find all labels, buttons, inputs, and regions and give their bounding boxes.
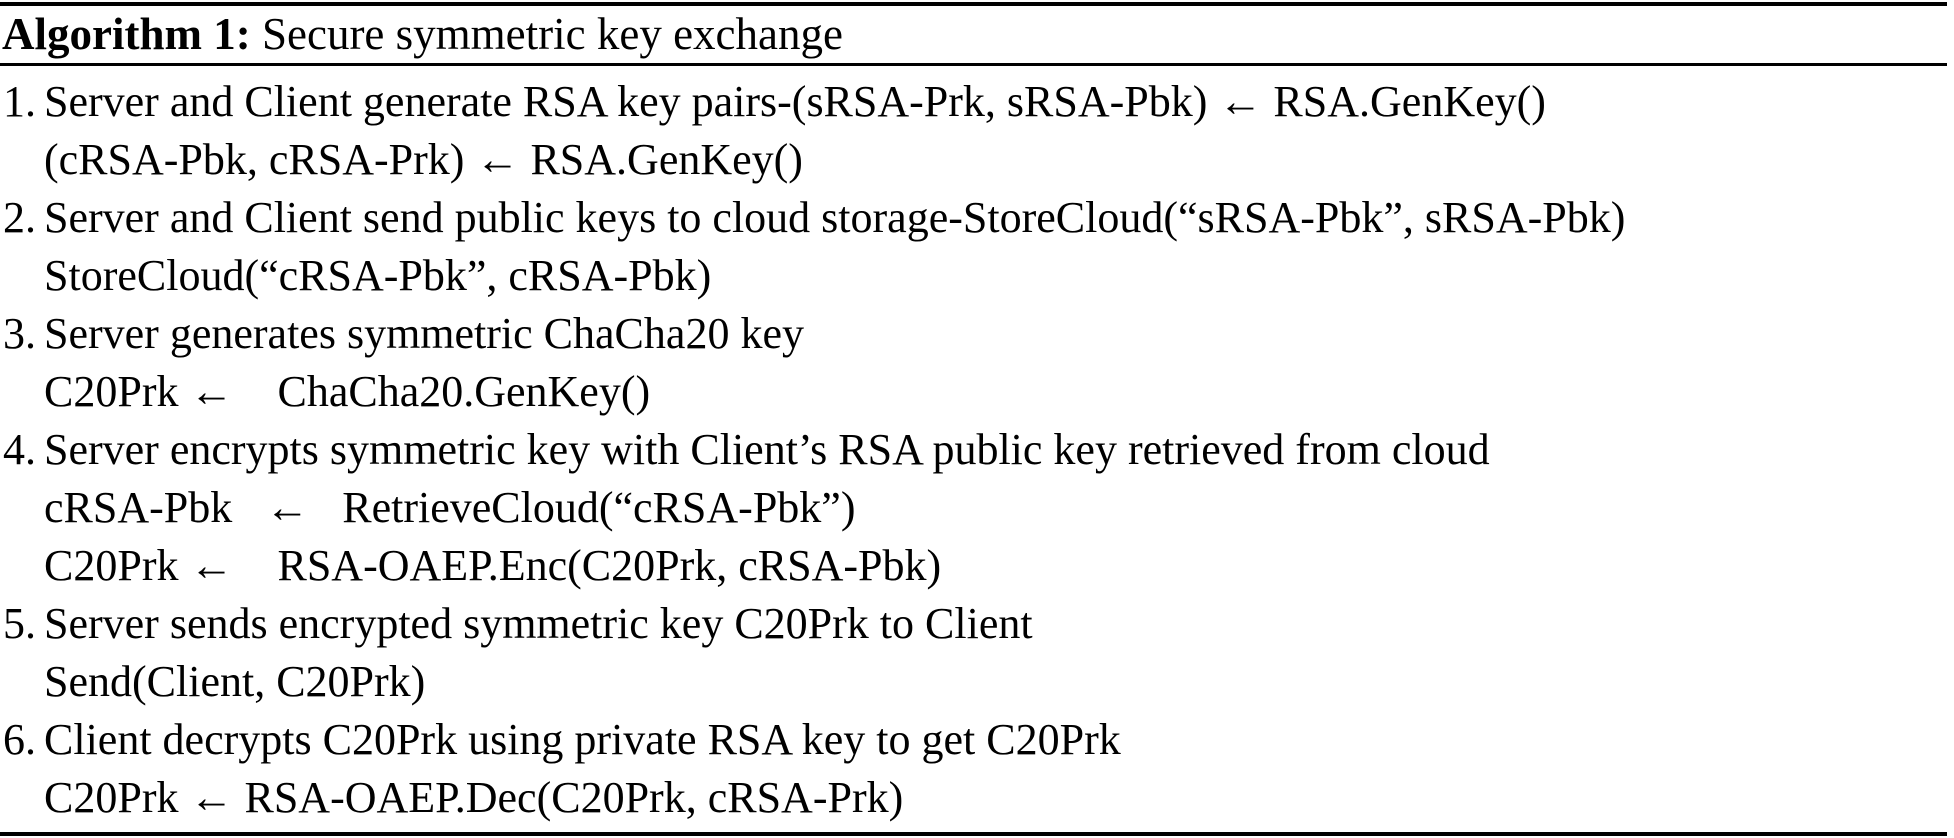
step-line: Server and Client generate RSA key pairs…: [44, 77, 1546, 126]
algorithm-number-label: Algorithm 1:: [2, 9, 251, 59]
step-number: 3.: [3, 309, 36, 358]
step-line: (cRSA-Pbk, cRSA-Prk) ← RSA.GenKey(): [44, 135, 803, 184]
step-line: C20Prk ← RSA-OAEP.Enc(C20Prk, cRSA-Pbk): [44, 541, 942, 590]
algorithm-step: 3.Server generates symmetric ChaCha20 ke…: [0, 305, 1954, 421]
algorithm-step: 5.Server sends encrypted symmetric key C…: [0, 595, 1954, 711]
step-line: StoreCloud(“cRSA-Pbk”, cRSA-Pbk): [44, 251, 712, 300]
algorithm-step: 1.Server and Client generate RSA key pai…: [0, 73, 1954, 189]
algorithm-step: 2.Server and Client send public keys to …: [0, 189, 1954, 305]
step-line: C20Prk ← ChaCha20.GenKey(): [44, 367, 651, 416]
algorithm-steps: 1.Server and Client generate RSA key pai…: [0, 66, 1954, 827]
step-number: 4.: [3, 425, 36, 474]
step-line: cRSA-Pbk ← RetrieveCloud(“cRSA-Pbk”): [44, 483, 856, 532]
step-number: 1.: [3, 77, 36, 126]
algorithm-step: 6.Client decrypts C20Prk using private R…: [0, 711, 1954, 827]
step-line: Server generates symmetric ChaCha20 key: [44, 309, 804, 358]
step-line: Server encrypts symmetric key with Clien…: [44, 425, 1490, 474]
step-lines: Server and Client generate RSA key pairs…: [44, 73, 1954, 189]
step-number: 5.: [3, 599, 36, 648]
step-line: Send(Client, C20Prk): [44, 657, 426, 706]
algorithm-step: 4.Server encrypts symmetric key with Cli…: [0, 421, 1954, 595]
step-number: 2.: [3, 193, 36, 242]
top-rule: [0, 2, 1947, 6]
title-divider-rule: [0, 63, 1947, 66]
step-lines: Server and Client send public keys to cl…: [44, 189, 1954, 305]
step-line: Server and Client send public keys to cl…: [44, 193, 1626, 242]
step-number: 6.: [3, 715, 36, 764]
algorithm-name: Secure symmetric key exchange: [250, 9, 843, 59]
algorithm-title: Algorithm 1: Secure symmetric key exchan…: [0, 6, 1954, 63]
step-lines: Server sends encrypted symmetric key C20…: [44, 595, 1954, 711]
step-lines: Server encrypts symmetric key with Clien…: [44, 421, 1954, 595]
step-line: Client decrypts C20Prk using private RSA…: [44, 715, 1121, 764]
step-line: C20Prk ← RSA-OAEP.Dec(C20Prk, cRSA-Prk): [44, 773, 904, 822]
bottom-rule: [0, 832, 1947, 836]
step-line: Server sends encrypted symmetric key C20…: [44, 599, 1033, 648]
step-lines: Client decrypts C20Prk using private RSA…: [44, 711, 1954, 827]
